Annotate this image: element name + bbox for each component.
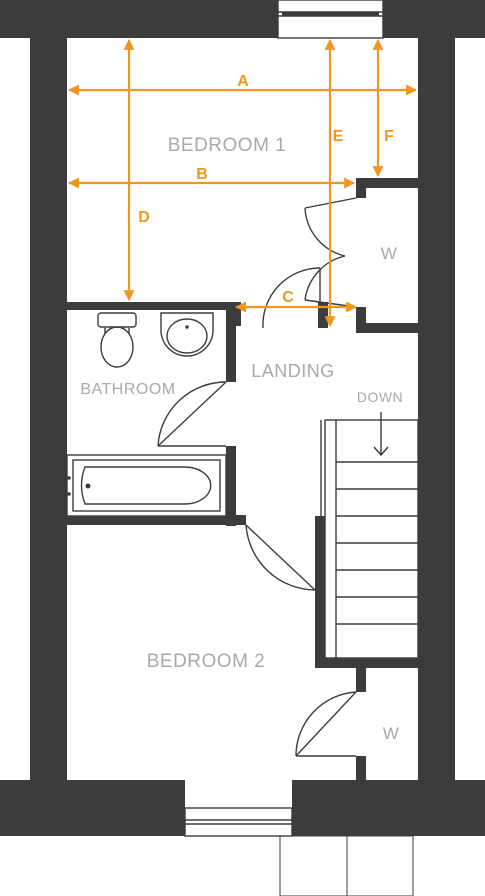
- dimension-d-label: D: [138, 209, 150, 226]
- toilet-icon: [97, 312, 137, 368]
- room-label-wardrobe-1: W: [381, 244, 398, 263]
- basin-icon: [160, 312, 214, 357]
- dimension-c-label: C: [282, 289, 294, 306]
- outer-walls: [0, 0, 485, 836]
- stair-treads: [336, 461, 418, 625]
- interior-walls: [67, 178, 418, 780]
- dimension-b-label: B: [196, 166, 208, 183]
- stairs-down-label: DOWN: [357, 389, 403, 405]
- bathroom-fixtures: [66, 312, 227, 517]
- room-label-bedroom-1: BEDROOM 1: [168, 135, 287, 156]
- room-label-bathroom: BATHROOM: [80, 381, 175, 398]
- room-label-wardrobe-2: W: [383, 724, 400, 743]
- porch-outline: [279, 835, 414, 896]
- dimension-f-label: F: [384, 128, 394, 145]
- dimension-lines: [67, 38, 418, 328]
- dimension-e-label: E: [333, 128, 344, 145]
- doors: [157, 197, 357, 757]
- window-top: [277, 0, 384, 39]
- window-bottom: [184, 807, 293, 837]
- dimension-a-label: A: [237, 73, 249, 90]
- bath-icon: [66, 454, 227, 517]
- room-label-landing: LANDING: [251, 361, 335, 381]
- room-label-bedroom-2: BEDROOM 2: [147, 651, 266, 672]
- staircase: [320, 412, 419, 659]
